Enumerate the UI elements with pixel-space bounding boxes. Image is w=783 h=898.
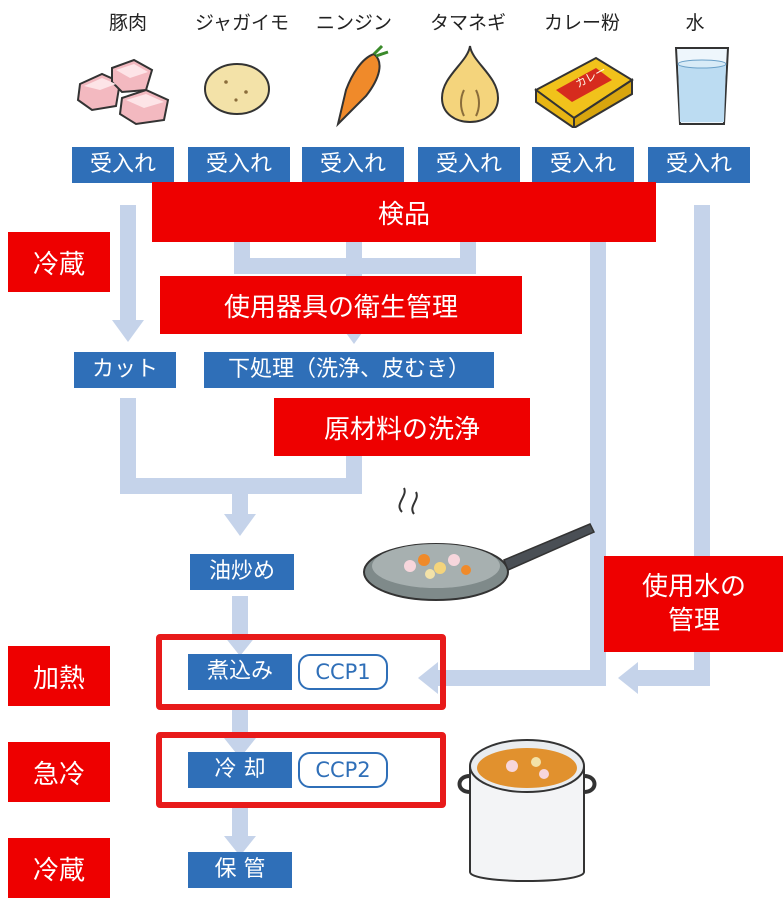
receive-label-water: 受入れ — [648, 147, 750, 183]
step-simmer: 煮込み — [188, 654, 292, 690]
ingredient-washing-annotation: 原材料の洗浄 — [274, 398, 530, 456]
ccp1-badge: CCP1 — [298, 654, 388, 690]
step-fry: 油炒め — [190, 554, 294, 590]
pork-icon — [76, 58, 170, 126]
inspection-annotation: 検品 — [152, 182, 656, 242]
onion-icon — [440, 45, 500, 124]
refrigerate-top-annotation: 冷蔵 — [8, 232, 110, 292]
water-management-line2: 管理 — [667, 606, 720, 636]
step-cool: 冷 却 — [188, 752, 292, 788]
receive-label-onion: 受入れ — [418, 147, 520, 183]
water-glass-icon — [674, 47, 730, 125]
rapid-cooling-annotation: 急冷 — [8, 742, 110, 802]
ingredient-name-onion: タマネギ — [429, 12, 506, 34]
carrot-icon — [336, 44, 389, 128]
ccp2-highlight-box — [156, 732, 446, 808]
frying-pan-icon — [363, 487, 596, 601]
receive-label-pork: 受入れ — [72, 147, 174, 183]
potato-icon — [204, 63, 270, 115]
ccp2-badge: CCP2 — [298, 752, 388, 788]
water-management-line1: 使用水の — [641, 572, 746, 602]
receive-label-carrot: 受入れ — [302, 147, 404, 183]
ccp1-highlight-box — [156, 634, 446, 710]
step-store: 保 管 — [188, 852, 292, 888]
ingredient-name-carrot: ニンジン — [315, 12, 392, 34]
ingredient-name-potato: ジャガイモ — [194, 12, 290, 34]
step-preprocess: 下処理（洗浄、皮むき） — [204, 352, 494, 388]
heating-annotation: 加熱 — [8, 646, 110, 706]
utensil-hygiene-annotation: 使用器具の衛生管理 — [160, 276, 522, 334]
cooking-pot-icon — [457, 739, 597, 882]
receive-label-potato: 受入れ — [188, 147, 290, 183]
receive-label-curry-powder: 受入れ — [532, 147, 634, 183]
step-cut: カット — [74, 352, 176, 388]
ingredient-name-curry-powder: カレー粉 — [543, 12, 620, 34]
ingredient-name-water: 水 — [685, 12, 705, 34]
water-management-annotation: 使用水の 管理 — [604, 556, 783, 652]
refrigerate-bottom-annotation: 冷蔵 — [8, 838, 110, 898]
ingredient-name-pork: 豚肉 — [108, 12, 147, 34]
curry-powder-icon: カレー — [534, 56, 634, 128]
